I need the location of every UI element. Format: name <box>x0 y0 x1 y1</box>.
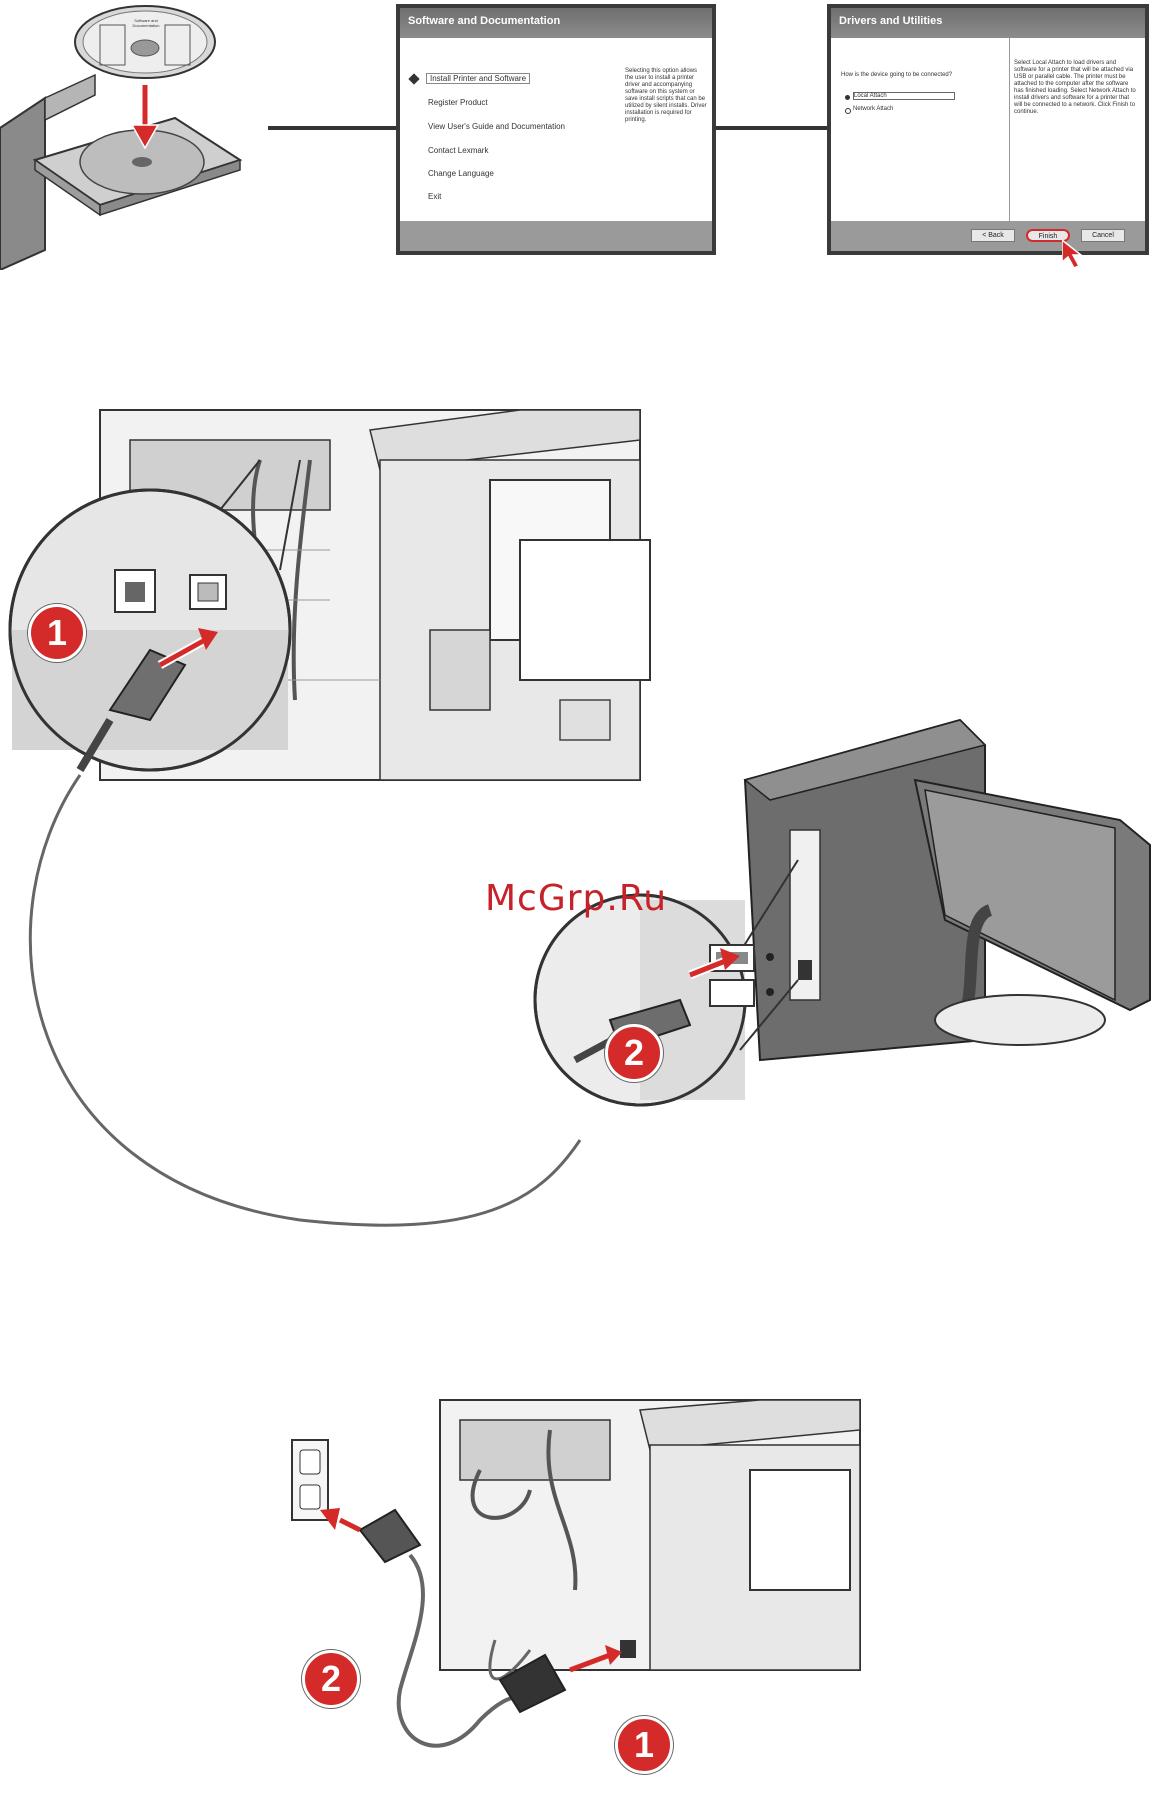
menu-item-contact[interactable]: Contact Lexmark <box>428 146 489 155</box>
software-documentation-window: Software and Documentation Install Print… <box>396 4 716 255</box>
help-text: Select Local Attach to load drivers and … <box>1014 60 1136 115</box>
diamond-icon <box>408 73 420 85</box>
window-footer <box>400 221 712 251</box>
menu-item-exit[interactable]: Exit <box>428 192 442 201</box>
step-badge-2: 2 <box>302 1650 360 1708</box>
step-badge-1: 1 <box>28 604 86 662</box>
finish-button[interactable]: Finish <box>1026 229 1070 242</box>
drivers-utilities-window: Drivers and Utilities How is the device … <box>827 4 1149 255</box>
window-body: Install Printer and Software Register Pr… <box>400 38 712 221</box>
radio-selected-icon[interactable] <box>845 95 850 100</box>
help-divider <box>1009 38 1010 221</box>
menu-item-register[interactable]: Register Product <box>428 98 488 107</box>
window-footer: < Back Finish Cancel <box>831 221 1145 251</box>
option-local-attach[interactable]: Local Attach <box>853 92 955 100</box>
usb-connection-illustration <box>8 409 1151 1227</box>
step-badge-1: 1 <box>615 1716 673 1774</box>
window-title: Drivers and Utilities <box>831 8 1145 38</box>
menu-item-user-guide[interactable]: View User's Guide and Documentation <box>428 122 566 131</box>
window-body: How is the device going to be connected?… <box>831 38 1145 221</box>
connection-question: How is the device going to be connected? <box>841 72 953 78</box>
menu-item-language[interactable]: Change Language <box>428 169 494 178</box>
option-network-attach[interactable]: Network Attach <box>853 106 894 112</box>
cd-label: Software and Documentation <box>132 18 160 28</box>
option-description: Selecting this option allows the user to… <box>625 68 707 123</box>
window-title: Software and Documentation <box>400 8 712 38</box>
radio-empty-icon[interactable] <box>845 108 851 114</box>
cancel-button[interactable]: Cancel <box>1081 229 1125 242</box>
power-connection-illustration <box>291 1399 861 1748</box>
menu-item-install[interactable]: Install Printer and Software <box>426 73 531 84</box>
step-badge-2: 2 <box>605 1024 663 1082</box>
cd-drive-illustration <box>0 5 828 270</box>
back-button[interactable]: < Back <box>971 229 1015 242</box>
cursor-icon <box>1062 240 1084 269</box>
watermark: McGrp.Ru <box>485 878 668 919</box>
